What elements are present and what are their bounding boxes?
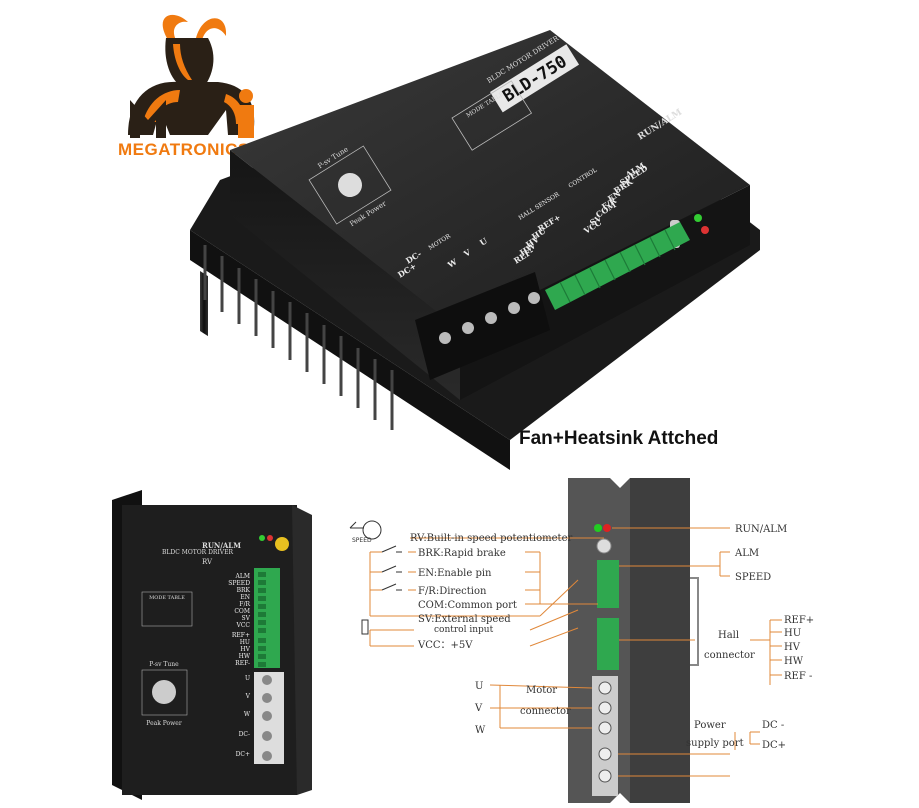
d2-hall-hw: HW	[239, 653, 251, 660]
lbl-sv-2: control input	[434, 625, 494, 635]
d2-ctl-com: COM	[234, 608, 250, 615]
d2-ctl-speed: SPEED	[228, 580, 250, 587]
motor-letter-w: W	[475, 725, 486, 736]
d2-title: BLDC MOTOR DRIVER	[162, 549, 234, 556]
motor-letter-v: V	[474, 703, 483, 714]
motor-label-2: connector	[520, 706, 571, 717]
d2-ctl-alm: ALM	[235, 573, 250, 580]
d2-rv: RV	[202, 558, 213, 566]
bldc-driver-photo: BLD-750 BLDC MOTOR DRIVER MODE TABLE P-s…	[190, 30, 760, 470]
d2-power-dcm: DC-	[239, 731, 250, 738]
lbl-brk: BRK:Rapid brake	[418, 548, 506, 559]
lbl-fr: F/R:Direction	[418, 586, 487, 597]
d2-ctl-sv: SV	[242, 615, 251, 622]
lbl-alm: ALM	[734, 548, 759, 559]
d2-hall-refm: REF-	[235, 660, 250, 667]
motor-letter-u: U	[475, 681, 483, 692]
power-label-1: Power	[694, 720, 726, 731]
power-label-2: supply port	[686, 738, 744, 749]
d2-motor-w: W	[244, 711, 251, 718]
hall-refm: REF -	[784, 671, 812, 682]
hall-label-2: connector	[704, 650, 755, 661]
d2-motor-u: U	[245, 675, 250, 682]
d2-hall-hv: HV	[240, 646, 250, 653]
d2-power-dcp: DC+	[236, 751, 250, 758]
lbl-en: EN:Enable pin	[418, 568, 492, 579]
lbl-run-alm: RUN/ALM	[735, 524, 787, 535]
power-dcp: DC+	[762, 740, 786, 751]
lbl-vcc: VCC：+5V	[417, 640, 473, 651]
d2-ctl-en: EN	[240, 594, 250, 601]
hall-hu: HU	[784, 628, 801, 639]
d2-motor-v: V	[245, 693, 251, 700]
d2-hall-refp: REF+	[232, 632, 250, 639]
lbl-rv: RV:Built-in speed potentiometer	[410, 533, 572, 544]
d2-ctl-fr: F/R	[239, 601, 250, 608]
d2-ctl-vcc: VCC	[235, 622, 250, 629]
lbl-com: COM:Common port	[418, 600, 517, 611]
motor-u: U	[478, 236, 489, 248]
brand-name: MEGATRONICS	[118, 140, 250, 159]
hall-label-1: Hall	[718, 630, 739, 641]
power-dcm: DC -	[762, 720, 784, 731]
hall-hv: HV	[784, 642, 801, 653]
d2-ctl-brk: BRK	[237, 587, 251, 594]
bldc-driver-front-photo: BLDC MOTOR DRIVER RUN/ALM RV MODE TABLE …	[112, 490, 312, 800]
lbl-sv: SV:External speed	[418, 614, 511, 625]
fan-heatsink-caption: Fan+Heatsink Attched	[519, 428, 719, 449]
hall-refp: REF+	[784, 615, 814, 626]
speed-icon: SPEED	[352, 537, 372, 544]
d2-dial-bottom: Peak Power	[146, 720, 182, 727]
goat-logo-icon	[128, 14, 255, 138]
lbl-speed: SPEED	[735, 572, 771, 583]
d2-dial-label: P-sv Tune	[149, 661, 179, 668]
d2-mode-table: MODE TABLE	[149, 595, 185, 601]
motor-label-1: Motor	[526, 685, 557, 696]
d2-run-alm: RUN/ALM	[202, 541, 241, 550]
wiring-diagram: SPEED RV:Built-in speed potentiometer BR…	[349, 478, 814, 803]
d2-hall-hu: HU	[240, 639, 250, 646]
hall-hw: HW	[784, 656, 804, 667]
